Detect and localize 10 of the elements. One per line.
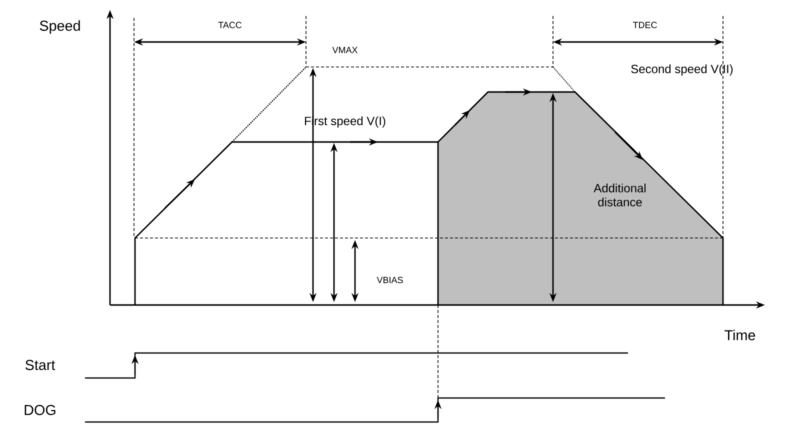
dimension-label: TACC <box>218 22 242 28</box>
speed-label: Second speed V(II) <box>631 64 733 76</box>
dimension-label: TDEC <box>632 22 657 28</box>
speed-label: VMAX <box>332 46 358 54</box>
area-label: Additional distance <box>594 184 646 206</box>
signal-label: Start <box>25 360 56 370</box>
signal-label: DOG <box>24 404 56 416</box>
speed-label: VBIAS <box>376 276 403 284</box>
axis-label: Speed <box>40 20 80 34</box>
axis-label: Time <box>724 330 756 340</box>
